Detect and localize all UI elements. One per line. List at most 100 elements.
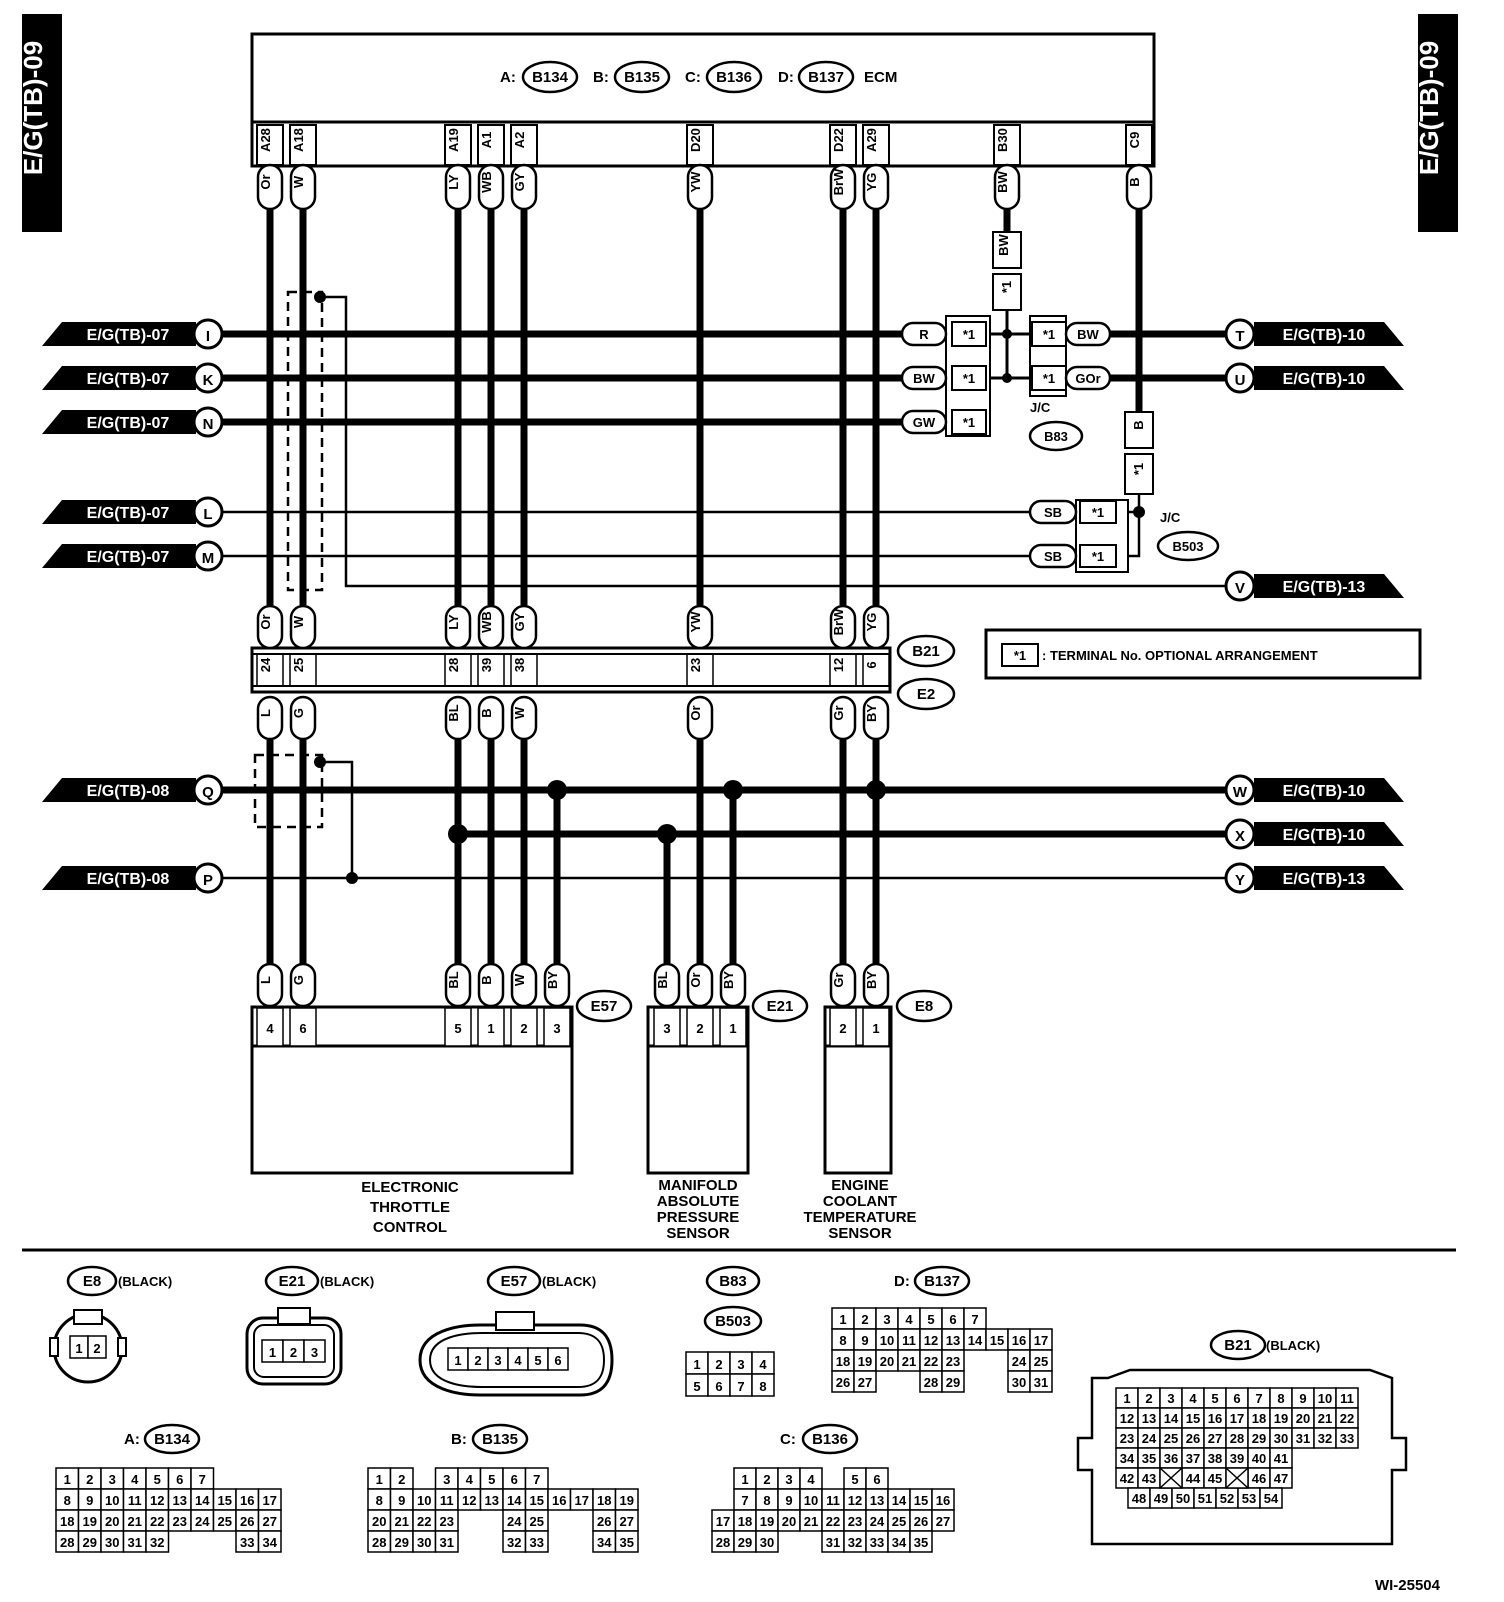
b21-pin-2-1: 24 <box>1142 1431 1157 1446</box>
left-ref-page-5: E/G(TB)-08 <box>87 783 170 800</box>
joint-lower-color-4: W <box>512 706 527 719</box>
right-ref-arrow-0 <box>1254 322 1404 346</box>
joint-connector: B21 E2 Or24LW25GLY28BLWB39BGY38WYW23OrBr… <box>250 604 956 741</box>
left-ref-circle-4 <box>192 540 224 572</box>
ect-pin-cell-1 <box>862 1007 890 1047</box>
b21-pin-1-8: 20 <box>1296 1411 1310 1426</box>
joint-upper-color-2: LY <box>446 614 461 630</box>
b134-pin-0-4: 5 <box>154 1472 161 1487</box>
etc-name-1: ELECTRONIC <box>361 1179 459 1196</box>
b137-cell-3-5 <box>941 1370 965 1393</box>
b137-pin-0-2: 3 <box>883 1312 890 1327</box>
b137-pin-3-0: 26 <box>836 1375 850 1390</box>
e57-pin-0-4: 5 <box>534 1353 541 1368</box>
b135-pin-1-5: 13 <box>485 1493 499 1508</box>
b83-pin-1-2: 7 <box>737 1379 744 1394</box>
left-ref-page-4: E/G(TB)-07 <box>87 549 170 566</box>
e21-pin-0-0: 1 <box>269 1345 276 1360</box>
jc-b83-bw-top: BW <box>996 233 1011 255</box>
ecm-pin-2: A19 <box>446 128 461 152</box>
ecm-wire-color-4: GY <box>512 172 527 191</box>
b137-pin-1-9: 17 <box>1034 1333 1048 1348</box>
b134-prefix: A: <box>124 1431 140 1448</box>
e8-color: (BLACK) <box>118 1274 172 1289</box>
b137-pin-2-8: 24 <box>1012 1354 1027 1369</box>
b135-pin-1-8: 16 <box>552 1493 566 1508</box>
left-ref-circle-2 <box>192 406 224 438</box>
right-ref-arrow-5 <box>1254 866 1404 890</box>
b21-pin-1-7: 19 <box>1274 1411 1288 1426</box>
map-color-1: Or <box>688 972 703 987</box>
joint-pin-1: 25 <box>291 658 306 672</box>
b21-pin-0-10: 11 <box>1340 1391 1354 1406</box>
e21-pin-0-1: 2 <box>290 1345 297 1360</box>
joint-upper-color-0-shape <box>256 604 284 650</box>
b137-pin-3-1: 27 <box>858 1375 872 1390</box>
b137-pin-1-1: 9 <box>861 1333 868 1348</box>
b503-name: B503 <box>715 1313 751 1330</box>
connector-b136-pill <box>705 60 763 94</box>
map-color-0-shape <box>653 962 681 1008</box>
b21-pin-3-6: 40 <box>1252 1451 1266 1466</box>
b134-pin-2-1: 19 <box>83 1514 97 1529</box>
b136-pin-3-2: 30 <box>760 1535 774 1550</box>
b137-pin-2-5: 23 <box>946 1354 960 1369</box>
connector-b137-pill <box>797 60 855 94</box>
etc-pin-cell-5 <box>543 1007 571 1047</box>
b21-pin-3-1: 35 <box>1142 1451 1156 1466</box>
right-ref-letter-5: Y <box>1235 872 1245 889</box>
etc-pin-1: 6 <box>299 1021 306 1036</box>
jc-b83-star-5: *1 <box>1043 371 1055 386</box>
e21-color: (BLACK) <box>320 1274 374 1289</box>
jc-b83-star-top: *1 <box>999 281 1014 293</box>
b134-pin-3-1: 29 <box>83 1535 97 1550</box>
e8-cell-0-1 <box>87 1335 107 1359</box>
left-ref-page-2: E/G(TB)-07 <box>87 415 170 432</box>
b134-pin-2-3: 21 <box>128 1514 142 1529</box>
left-ref-page-0: E/G(TB)-07 <box>87 327 170 344</box>
jc-b83-right-color-2: GOr <box>1075 371 1100 386</box>
etc-pin-3: 1 <box>487 1021 494 1036</box>
b135-pin-1-6: 14 <box>507 1493 522 1508</box>
ecm-pin-cell-2 <box>444 124 472 166</box>
map-name-1: MANIFOLD <box>658 1177 737 1194</box>
b136-pin-0-5: 5 <box>851 1472 858 1487</box>
b83-cell-1-3 <box>751 1373 775 1397</box>
b136-pin-2-7: 24 <box>870 1514 885 1529</box>
ecm-wire-color-2-shape <box>444 163 472 211</box>
b134-cell-3-4 <box>145 1530 170 1553</box>
joint-connector-lower: E2 <box>917 686 935 703</box>
b134-pin-3-2: 30 <box>105 1535 119 1550</box>
e57-color: (BLACK) <box>542 1274 596 1289</box>
b137-cell-3-9 <box>1029 1370 1053 1393</box>
ecm-prefix-c: C: <box>685 69 701 86</box>
b135-pin-2-3: 23 <box>440 1514 454 1529</box>
ecm-wire-color-7: YG <box>864 173 879 192</box>
legend-star: *1 <box>1014 648 1026 663</box>
joint-upper-color-4-shape <box>510 604 538 650</box>
left-ref-letter-6: P <box>203 872 213 889</box>
page-tag-left-text: E/G(TB)-09 <box>18 41 48 175</box>
legend-text: : TERMINAL No. OPTIONAL ARRANGEMENT <box>1042 648 1318 663</box>
joint-lower-color-3: B <box>479 708 494 717</box>
b134-pin-0-1: 2 <box>86 1472 93 1487</box>
left-ref-circle-3 <box>192 496 224 528</box>
b137-pin-2-4: 22 <box>924 1354 938 1369</box>
b136-pin-1-0: 7 <box>741 1493 748 1508</box>
b137-pin-1-5: 13 <box>946 1333 960 1348</box>
b137-pin-1-0: 8 <box>839 1333 846 1348</box>
map-pin-cell-2 <box>719 1007 747 1047</box>
b21-pin-4-3: 44 <box>1186 1471 1201 1486</box>
b21-pin-1-9: 21 <box>1318 1411 1332 1426</box>
b21-pin-5-5: 53 <box>1242 1491 1256 1506</box>
jc-b503-color-2: SB <box>1044 549 1062 564</box>
b135-pin-0-7: 7 <box>533 1472 540 1487</box>
left-ref-circle-1 <box>192 362 224 394</box>
joint-pin-3: 39 <box>479 658 494 672</box>
page-tag-left: E/G(TB)-09 <box>18 14 62 232</box>
b134-pin-1-4: 12 <box>150 1493 164 1508</box>
left-ref-letter-3: L <box>203 506 212 523</box>
